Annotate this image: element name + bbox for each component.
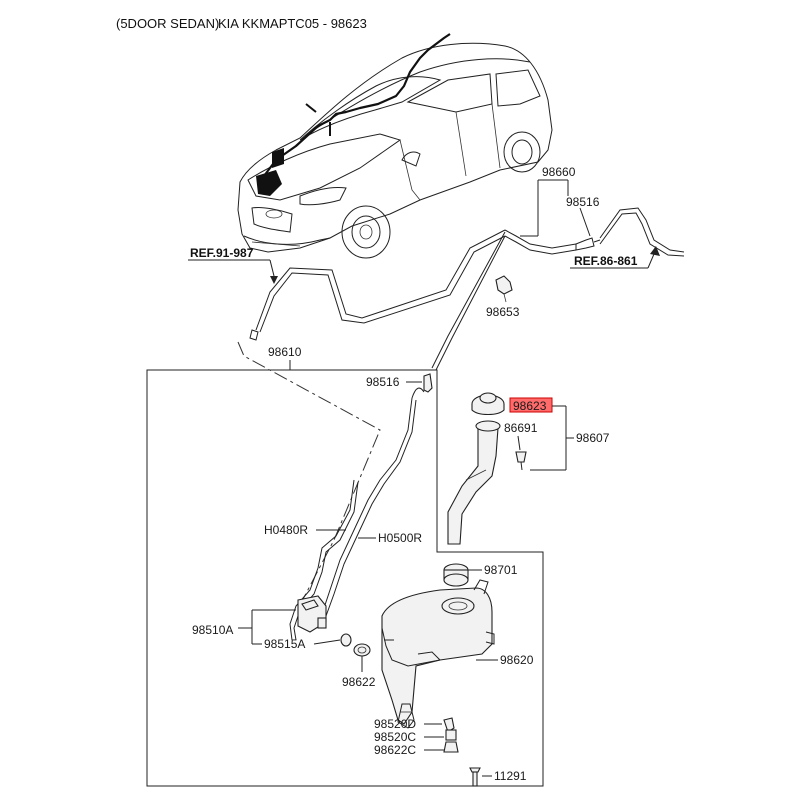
ref-91-987-label: REF.91-987 [190, 246, 254, 260]
label-98520C: 98520C [374, 730, 416, 744]
pump-98510A: 98510A 98515A [192, 595, 352, 651]
label-86691: 86691 [504, 421, 538, 435]
reservoir-98620: 98620 [381, 579, 534, 729]
model-title: (5DOOR SEDAN) [116, 16, 219, 31]
label-98516-box: 98516 [366, 375, 400, 389]
bottom-fittings: 98520D 98520C 98622C [374, 717, 459, 757]
car-illustration [237, 33, 553, 259]
label-H0500R: H0500R [378, 531, 422, 545]
hose-pair: H0480R H0500R [264, 397, 422, 641]
nozzle-98516: 98516 [366, 373, 433, 399]
label-98520D: 98520D [374, 717, 416, 731]
label-98607: 98607 [576, 431, 610, 445]
label-98653: 98653 [486, 305, 520, 319]
label-98622C: 98622C [374, 743, 416, 757]
ref-86-861-label: REF.86-861 [574, 254, 638, 268]
tube-98660: 98660 98516 [431, 165, 685, 371]
diagram-code: KIA KKMAPTC05 - 98623 [218, 16, 367, 31]
assembly-box-98610: 98610 [146, 345, 544, 787]
ref-91-987-callout: REF.91-987 [188, 246, 278, 284]
label-11291: 11291 [494, 769, 527, 783]
label-98622: 98622 [342, 675, 376, 689]
grommet-98622: 98622 [342, 643, 376, 689]
left-washer-tube [249, 229, 506, 341]
label-98660: 98660 [542, 165, 576, 179]
label-98610: 98610 [268, 345, 302, 359]
label-98701: 98701 [484, 563, 518, 577]
label-98623: 98623 [513, 399, 547, 413]
bolt-11291: 11291 [469, 767, 527, 787]
seal-98701: 98701 [443, 563, 518, 587]
routing-dashed-line [237, 341, 381, 606]
label-H0480R: H0480R [264, 523, 308, 537]
label-98516-top: 98516 [566, 195, 600, 209]
ref-86-861-callout: REF.86-861 [570, 246, 660, 269]
highlight-98623 [509, 397, 553, 413]
label-98510A: 98510A [192, 623, 233, 637]
filler-neck-98607: 98623 86691 98607 [447, 392, 610, 545]
label-98515A: 98515A [264, 637, 305, 651]
clip-98653: 98653 [486, 275, 520, 319]
label-98620: 98620 [500, 653, 534, 667]
